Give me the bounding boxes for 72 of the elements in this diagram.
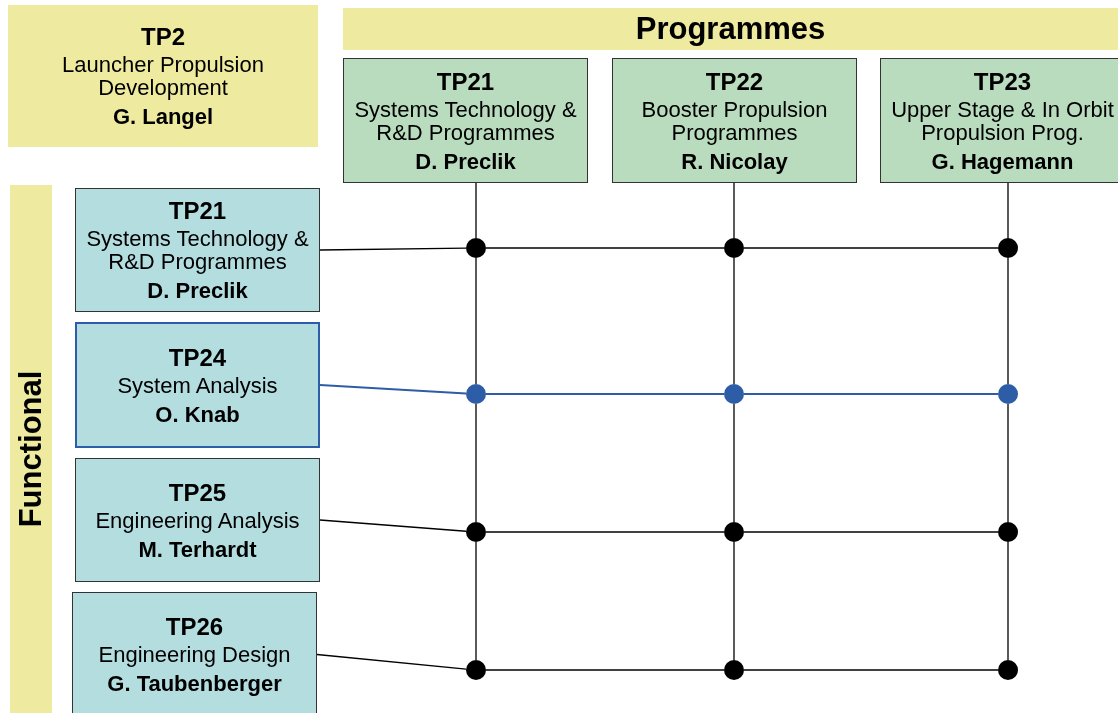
connector-line xyxy=(485,247,725,249)
junction-dot xyxy=(998,384,1018,404)
unit-title: Engineering Design xyxy=(98,643,291,666)
unit-head-name: G. Langel xyxy=(112,104,214,129)
connector-line xyxy=(1007,182,1009,239)
header-band xyxy=(343,8,1118,50)
header-band xyxy=(10,185,52,713)
unit-title: Systems Technology & R&D Programmes xyxy=(85,227,310,273)
connector-line xyxy=(743,247,999,249)
unit-head-name: O. Knab xyxy=(155,401,240,427)
unit-box xyxy=(72,592,317,713)
connector-line xyxy=(733,257,735,385)
connector-line xyxy=(485,531,725,533)
unit-code: TP25 xyxy=(168,478,227,506)
connector-line xyxy=(743,393,999,395)
connector-line xyxy=(475,182,477,239)
unit-head-name: G. Hagemann xyxy=(931,148,1074,174)
junction-dot xyxy=(998,238,1018,258)
unit-code: TP21 xyxy=(168,197,227,224)
unit-box xyxy=(8,5,318,147)
connector-line xyxy=(475,403,477,523)
junction-dot xyxy=(466,660,486,680)
junction-dot xyxy=(724,384,744,404)
connector-line xyxy=(485,669,725,671)
connector-line xyxy=(743,669,999,671)
connector-line xyxy=(1007,403,1009,523)
connector-line xyxy=(485,393,725,395)
band-title: Programmes xyxy=(635,11,826,47)
unit-box xyxy=(880,58,1118,183)
unit-code: TP22 xyxy=(705,67,764,95)
unit-head-name: D. Preclik xyxy=(415,148,516,174)
unit-box xyxy=(75,322,320,448)
unit-box xyxy=(612,58,857,183)
junction-dot xyxy=(466,522,486,542)
unit-title: Booster Propulsion Programmes xyxy=(640,97,829,144)
unit-head-name: D. Preclik xyxy=(147,278,248,303)
connector-line xyxy=(1007,541,1009,661)
unit-code: TP21 xyxy=(436,67,495,95)
connector-line xyxy=(475,541,477,661)
connector-line xyxy=(319,384,467,395)
unit-code: TP26 xyxy=(165,613,224,640)
unit-box xyxy=(343,58,588,183)
unit-head-name: M. Terhardt xyxy=(138,536,257,562)
unit-title: Launcher Propulsion Development xyxy=(61,53,265,99)
junction-dot xyxy=(998,660,1018,680)
connector-line xyxy=(319,519,467,532)
unit-box xyxy=(75,458,320,582)
unit-title: Upper Stage & In Orbit Propulsion Prog. xyxy=(890,97,1115,144)
unit-head-name: R. Nicolay xyxy=(681,148,788,174)
junction-dot xyxy=(466,384,486,404)
connector-line xyxy=(316,653,467,670)
junction-dot xyxy=(724,522,744,542)
connector-line xyxy=(1007,257,1009,385)
unit-title: Engineering Analysis xyxy=(95,508,300,532)
connector-line xyxy=(733,541,735,661)
unit-title: System Analysis xyxy=(117,373,278,397)
connector-line xyxy=(319,247,467,251)
unit-code: TP24 xyxy=(168,343,227,371)
connector-line xyxy=(733,182,735,239)
unit-code: TP23 xyxy=(973,67,1032,95)
junction-dot xyxy=(998,522,1018,542)
connector-line xyxy=(733,403,735,523)
junction-dot xyxy=(724,660,744,680)
connector-line xyxy=(743,531,999,533)
junction-dot xyxy=(466,238,486,258)
unit-head-name: G. Taubenberger xyxy=(107,671,282,696)
band-title: Functional xyxy=(13,370,49,528)
unit-title: Systems Technology & R&D Programmes xyxy=(353,97,578,144)
unit-box xyxy=(75,188,320,312)
junction-dot xyxy=(724,238,744,258)
connector-line xyxy=(475,257,477,385)
unit-code: TP2 xyxy=(141,23,185,50)
